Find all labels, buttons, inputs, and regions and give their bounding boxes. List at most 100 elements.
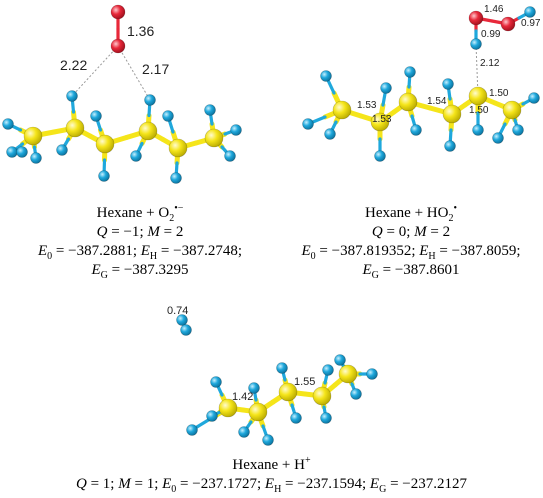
carbon-atom — [442, 104, 462, 124]
hydrogen-atom — [180, 324, 192, 336]
hydrogen-atom — [290, 412, 302, 424]
hydrogen-atom — [320, 412, 332, 424]
contact-line — [71, 45, 119, 97]
hydrogen-atom — [380, 82, 392, 94]
hydrogen-atom — [302, 118, 314, 130]
carbon-atom — [338, 364, 358, 384]
hydrogen-atom — [404, 66, 416, 78]
bond-length-label: 1.46 — [484, 4, 504, 15]
hydrogen-atom — [374, 150, 386, 162]
hydrogen-atom — [162, 110, 174, 122]
oxygen-atom — [468, 10, 484, 26]
bond-length-label: 0.74 — [167, 305, 188, 317]
species-line: Hexane + O2•− — [96, 203, 184, 224]
carbon-atom — [65, 118, 85, 138]
bond-length-label: 1.53 — [357, 100, 377, 111]
bond-length-label: 2.12 — [480, 58, 500, 69]
hydrogen-atom — [492, 132, 504, 144]
carbon-atom — [248, 402, 268, 422]
carbon-atom — [138, 121, 158, 141]
hydrogen-atom — [324, 128, 336, 140]
hydrogen-atom — [230, 124, 242, 136]
bond-length-label: 1.42 — [232, 391, 253, 403]
hydrogen-atom — [320, 70, 332, 82]
hydrogen-atom — [206, 410, 218, 422]
hexane-o2-molecule — [2, 4, 242, 184]
hydrogen-atom — [334, 354, 346, 366]
carbon-atom — [332, 100, 352, 120]
hydrogen-atom — [262, 434, 274, 446]
carbon-atom — [204, 128, 224, 148]
carbon-atom — [370, 112, 390, 132]
hydrogen-atom — [444, 140, 456, 152]
carbon-atom — [168, 138, 188, 158]
hydrogen-atom — [98, 170, 110, 182]
bond-length-label: 0.97 — [521, 18, 541, 29]
hydrogen-atom — [90, 110, 102, 122]
carbon-atom — [23, 126, 43, 146]
carbon-atom — [502, 100, 522, 120]
energy-line: E0 = −387.819352; EH = −387.8059; — [301, 243, 521, 262]
hydrogen-atom — [528, 92, 540, 104]
bond-length-labels-o2: 1.36 2.22 2.17 — [60, 23, 169, 77]
species-line: Hexane + HO2• — [365, 203, 457, 224]
bond-length-labels-h: 0.74 1.42 1.55 — [167, 305, 315, 403]
carbon-atom — [312, 386, 332, 406]
hydrogen-atom — [366, 368, 378, 380]
species-line: Hexane + H+ — [232, 455, 311, 474]
bond-length-label: 2.22 — [60, 57, 87, 73]
hydrogen-atom — [186, 424, 198, 436]
bond-length-labels-ho2: 1.46 0.97 0.99 2.12 1.53 1.53 1.54 1.50 … — [357, 4, 541, 125]
bond-length-label: 1.53 — [372, 114, 392, 125]
carbon-atom — [398, 92, 418, 112]
hydrogen-atom — [276, 362, 288, 374]
hydrogen-atom — [322, 364, 334, 376]
oxygen-atom — [110, 4, 126, 20]
hydrogen-atom — [224, 150, 236, 162]
caption-o2: Hexane + O2•− Q = −1; M = 2 E0 = −387.28… — [10, 203, 270, 281]
contact-line — [117, 45, 151, 101]
hydrogen-atom — [130, 150, 142, 162]
gibbs-energy-line: EG = −387.3295 — [91, 262, 189, 281]
bond-length-label: 2.17 — [142, 61, 169, 77]
oxygen-atom — [500, 16, 516, 32]
hydrogen-atom — [170, 172, 182, 184]
hydrogen-atom — [470, 38, 482, 50]
bond-length-label: 1.54 — [427, 96, 447, 107]
charge-multiplicity-energy-line: Q = 1; M = 1; E0 = −237.1727; EH = −237.… — [75, 476, 467, 495]
bond-length-label: 0.99 — [481, 29, 501, 40]
hydrogen-atom — [176, 314, 188, 326]
contact-line — [475, 43, 479, 97]
hydrogen-atom — [66, 90, 78, 102]
hydrogen-atom — [30, 152, 42, 164]
hydrogen-atom — [2, 118, 14, 130]
carbon-atom — [468, 86, 488, 106]
charge-multiplicity-line: Q = −1; M = 2 — [96, 224, 184, 240]
hydrogen-atom — [16, 146, 28, 158]
hexane-h-molecule — [176, 314, 378, 446]
bond-length-label: 1.55 — [294, 376, 315, 388]
caption-ho2: Hexane + HO2• Q = 0; M = 2 E0 = −387.819… — [280, 203, 542, 281]
hydrogen-atom — [442, 78, 454, 90]
energy-line: E0 = −387.2881; EH = −387.2748; — [37, 243, 243, 262]
bond-length-label: 1.36 — [127, 23, 154, 39]
charge-multiplicity-line: Q = 0; M = 2 — [371, 224, 451, 240]
hexane-ho2-molecule — [302, 6, 540, 162]
carbon-atom — [218, 398, 238, 418]
hydrogen-atom — [6, 146, 18, 158]
hydrogen-atom — [56, 144, 68, 156]
hydrogen-atom — [512, 124, 524, 136]
hydrogen-atom — [210, 376, 222, 388]
gibbs-energy-line: EG = −387.8601 — [362, 262, 460, 281]
carbon-atom — [95, 134, 115, 154]
hydrogen-atom — [238, 426, 250, 438]
hydrogen-atom — [472, 124, 484, 136]
carbon-atom — [278, 382, 298, 402]
oxygen-atom — [110, 38, 126, 54]
hydrogen-atom — [524, 6, 536, 18]
hydrogen-atom — [204, 104, 216, 116]
hydrogen-atom — [350, 388, 362, 400]
bond-length-label: 1.50 — [489, 88, 509, 99]
bond-length-label: 1.50 — [469, 105, 489, 116]
